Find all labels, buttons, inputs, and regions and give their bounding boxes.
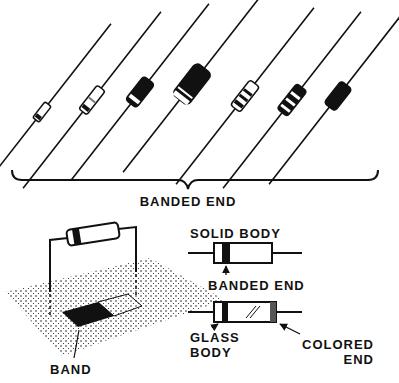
glass-body-diode xyxy=(188,302,302,334)
group-caption: BANDED END xyxy=(118,194,258,209)
solid-body-diode xyxy=(188,243,302,275)
part-label: SOLID BODY xyxy=(190,226,310,241)
part-label: GLASS BODY xyxy=(190,330,250,360)
part-label: COLORED END xyxy=(282,337,374,367)
part-label: BAND xyxy=(50,362,120,377)
diode-row xyxy=(0,0,399,203)
bracket xyxy=(12,170,378,189)
part-label: BANDED END xyxy=(208,278,338,293)
